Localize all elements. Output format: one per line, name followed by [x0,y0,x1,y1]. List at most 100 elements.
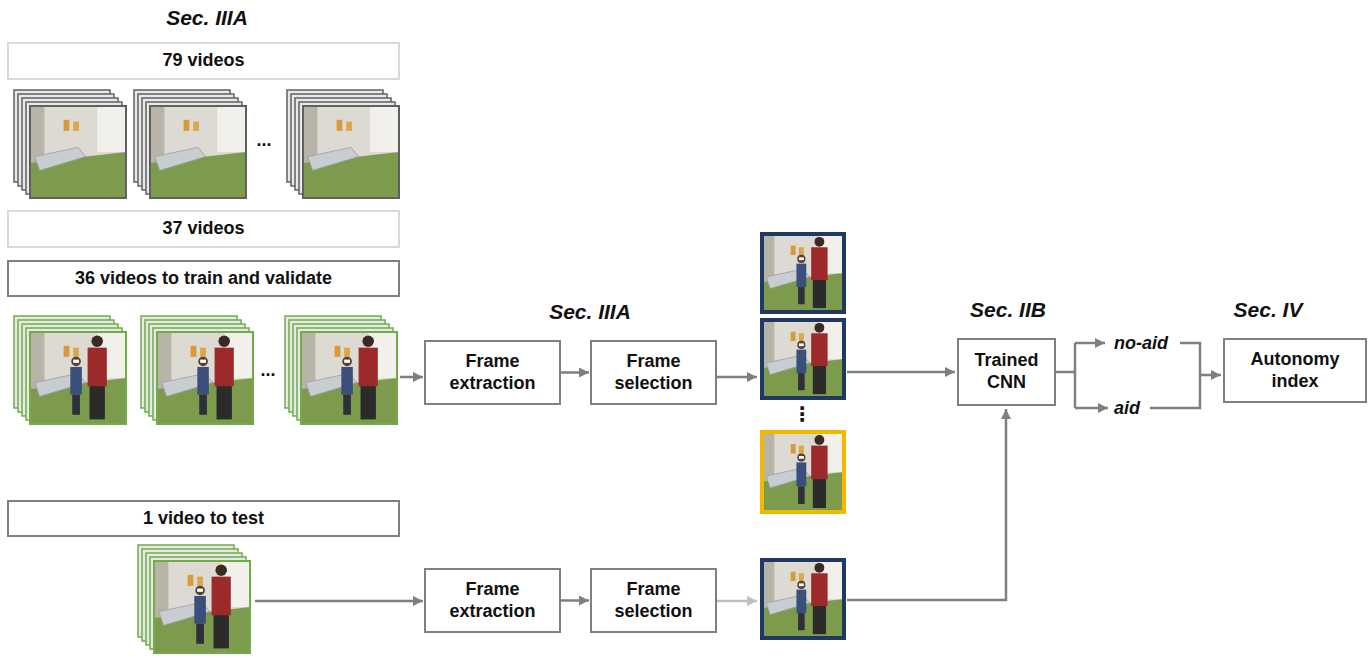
child-head [71,357,81,367]
video-stack [14,90,126,198]
selected-frame [762,432,844,512]
wall [303,106,399,198]
video-frame-border [157,332,253,424]
wall-shadow [150,106,164,163]
child-body [796,590,806,613]
box-text: 79 videos [162,50,244,72]
video-frame-border [154,561,250,653]
wall-shadow [303,106,317,163]
child-body [70,367,82,395]
adult-legs [217,384,232,419]
door [217,106,246,152]
face-blur [799,343,804,346]
box-text: Frame selection [597,579,710,622]
video-frame-border [30,106,126,198]
wall-shadow [154,561,168,618]
box-text: Frame extraction [431,351,554,394]
section-label: ... [256,130,271,151]
selected-frame [762,234,844,312]
towel [191,346,197,357]
towel [64,346,70,357]
video-frame-border [301,332,397,424]
towel [197,577,203,586]
flow-arrow [400,376,423,379]
section-label: Sec. IIIA [549,300,631,324]
adult-body [811,446,827,480]
towel [346,122,352,131]
process-box: Frame selection [590,340,717,405]
adult-head [215,564,227,576]
selected-frame-border [762,560,844,638]
wall [762,234,844,312]
process-box: Frame selection [590,568,717,633]
wall-shadow [301,332,315,389]
adult-head [814,435,824,445]
video-frame-border [30,332,126,424]
flow-arrow [847,371,955,374]
process-box: Frame extraction [424,340,561,405]
process-box: Trained CNN [957,338,1056,406]
selected-frame [762,560,844,638]
child-head [797,255,805,263]
child-legs [798,613,805,630]
face-blur [799,257,804,260]
adult-body [811,573,827,606]
towel [344,348,350,357]
selected-frame-border [762,432,844,512]
section-label: Sec. IV [1234,298,1303,322]
box-text: 37 videos [162,218,244,240]
video-stack [138,545,250,653]
face-blur [197,589,203,592]
section-label: Sec. IIIA [166,6,248,30]
child-body [796,350,806,373]
towel [791,444,796,454]
towel [799,333,804,341]
wall [30,106,126,198]
towel [799,573,804,581]
box-text: Autonomy index [1230,349,1360,392]
video-stack [134,90,246,198]
adult-head [814,563,824,573]
section-label: ⋮ [792,402,812,426]
adult-head [814,323,824,333]
video-stack [285,316,397,424]
towel [200,348,206,357]
flow-arrow [1075,342,1105,345]
flow-arrow [847,409,1006,600]
child-legs [343,395,351,415]
child-body [796,264,806,287]
section-label: no-aid [1114,333,1168,354]
child-head [797,581,805,589]
sink [35,147,86,170]
towel [73,348,79,357]
merge-bracket [1150,343,1200,408]
child-legs [196,624,204,644]
towel [335,346,341,357]
process-box: 36 videos to train and validate [7,260,400,297]
adult-legs [90,384,105,419]
towel [791,572,796,581]
wall [30,332,126,424]
adult-body [88,348,107,387]
adult-head [218,335,230,347]
wall-shadow [30,106,44,163]
face-blur [200,360,206,363]
child-legs [72,395,80,415]
flow-arrow [1075,407,1108,410]
adult-body [215,348,234,387]
flow-arrow [561,599,589,602]
child-head [342,357,352,367]
towel [184,120,190,131]
face-blur [344,360,350,363]
child-legs [798,486,805,504]
door [97,106,126,152]
face-blur [799,583,804,586]
wall [150,106,246,198]
process-box: 79 videos [7,42,400,80]
adult-legs [361,384,376,419]
adult-body [811,333,827,366]
door [370,106,399,152]
wall-shadow [30,332,44,389]
flow-arrow [561,371,589,374]
adult-legs [813,478,826,508]
